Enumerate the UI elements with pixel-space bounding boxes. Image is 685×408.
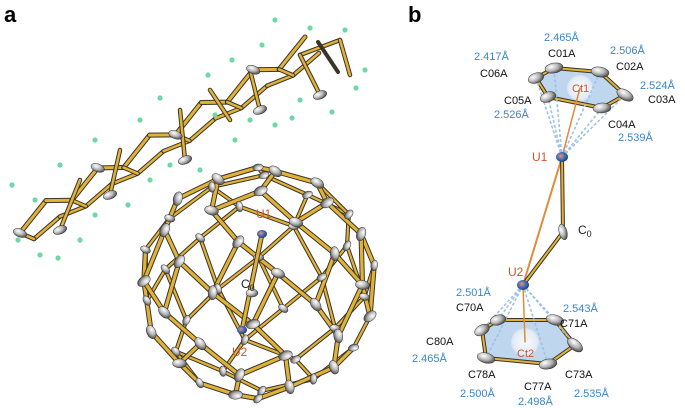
atom-label-c04a: C04A: [608, 119, 636, 131]
u1-atom-a: [257, 230, 267, 238]
ligand-framework: [9, 17, 368, 261]
atom-label-c03a: C03A: [648, 94, 676, 106]
upper-dashed-bonds: [535, 67, 626, 158]
inner-cluster-a: [237, 230, 267, 334]
ct2-label: Ct2: [517, 348, 534, 360]
u2-atom-a: [237, 326, 247, 334]
distance-c78a: 2.500Å: [460, 387, 496, 400]
fullerene-cage: [137, 163, 378, 404]
distance-c03a: 2.524Å: [640, 79, 676, 92]
atom-label-c70a: C70A: [456, 302, 484, 314]
distance-c05a: 2.526Å: [494, 108, 530, 121]
atom-label-c71a: C71A: [560, 318, 588, 330]
u1-label-b: U1: [532, 150, 548, 164]
panel-b-label: b: [408, 2, 421, 27]
u1-label-a: U1: [256, 207, 272, 221]
u2-label-a: U2: [232, 345, 248, 359]
panel-a-label: a: [4, 2, 17, 27]
panel-b-atoms: [474, 62, 634, 370]
ct1-label: Ct1: [572, 83, 589, 95]
c0-label-b: C0: [578, 223, 592, 239]
distance-c70a: 2.501Å: [456, 286, 492, 299]
atom-label-c06a: C06A: [480, 68, 508, 80]
distance-c77a: 2.498Å: [518, 395, 554, 408]
atom-label-c80a: C80A: [426, 336, 454, 348]
atom-label-c01a: C01A: [548, 48, 576, 60]
distance-c80a: 2.465Å: [412, 352, 448, 365]
atom-label-c73a: C73A: [565, 369, 593, 381]
distance-c04a: 2.539Å: [618, 131, 654, 144]
atom-label-c02a: C02A: [616, 61, 644, 73]
distance-c71a: 2.543Å: [563, 302, 599, 315]
atom-label-c78a: C78A: [468, 369, 496, 381]
c0-atom-b: [558, 223, 568, 241]
distance-c73a: 2.535Å: [574, 387, 610, 400]
u2-label-b: U2: [508, 265, 524, 279]
metal-axis: [521, 87, 581, 343]
distance-c01a: 2.465Å: [544, 31, 580, 44]
c0-label-a: C0: [241, 277, 255, 293]
u1-atom-b: [556, 152, 568, 162]
distance-c02a: 2.506Å: [610, 44, 646, 57]
u2-atom-b: [517, 280, 529, 290]
c0-atom-a: [245, 288, 259, 298]
atom-label-c05a: C05A: [504, 95, 532, 107]
distance-c06a: 2.417Å: [474, 50, 510, 63]
atom-label-c77a: C77A: [524, 381, 552, 393]
